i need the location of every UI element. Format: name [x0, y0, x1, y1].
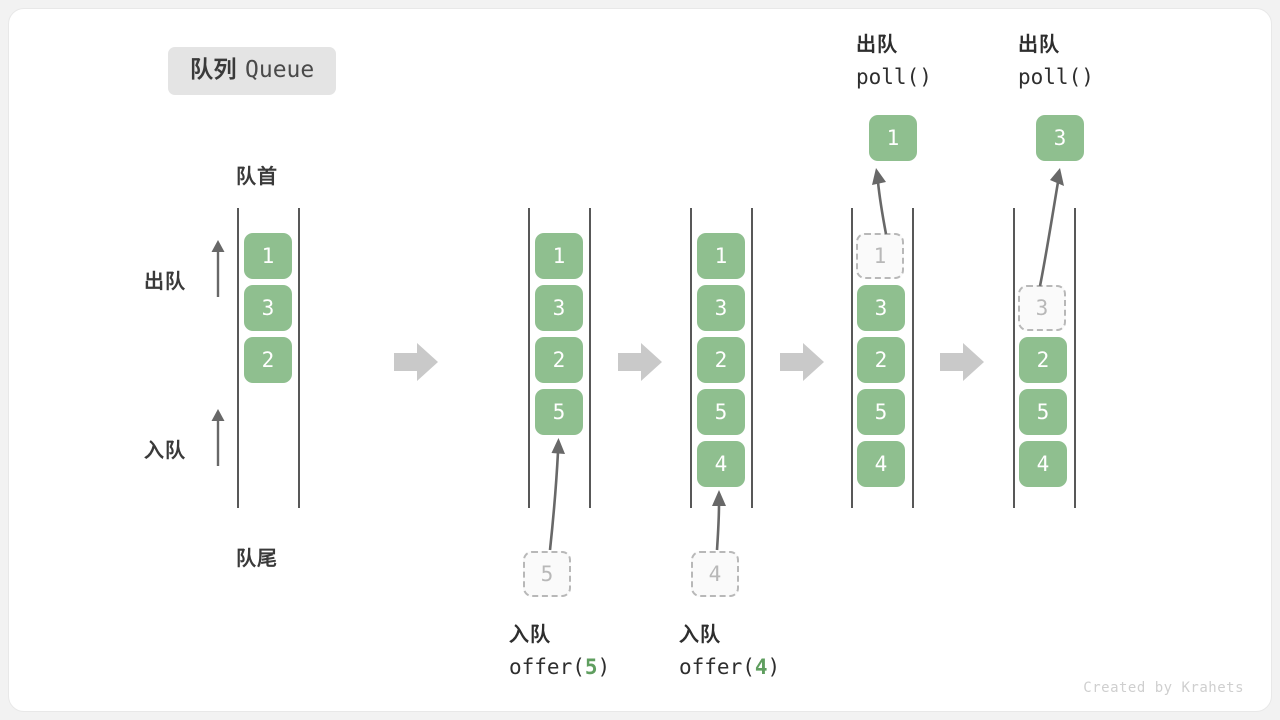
poll-1-cn: 出队	[856, 34, 898, 56]
pending-cell: 5	[523, 551, 571, 597]
removed-ghost-cell: 3	[1018, 285, 1066, 331]
step-arrow-icon	[780, 343, 824, 381]
title-badge: 队列 Queue	[168, 47, 337, 95]
poll-1-code: poll()	[856, 65, 932, 89]
queue-cell: 5	[535, 389, 583, 435]
queue-cell: 3	[697, 285, 745, 331]
offer-4-operation-label: 入队 offer(4)	[679, 620, 780, 684]
step-arrow-icon	[394, 343, 438, 381]
enqueue-direction-label: 入队	[144, 440, 186, 462]
poll-3-cn: 出队	[1018, 34, 1060, 56]
dequeue-curve-arrow-icon	[1038, 168, 1064, 287]
enqueue-curve-arrow-icon	[712, 490, 726, 551]
offer-4-code: offer(4)	[679, 655, 781, 679]
pending-cell: 4	[691, 551, 739, 597]
removed-ghost-cell: 1	[856, 233, 904, 279]
queue-cell: 1	[697, 233, 745, 279]
dequeue-curve-arrow-icon	[872, 168, 888, 235]
dequeue-direction-label: 出队	[144, 271, 186, 293]
queue-rail-right-5	[1074, 208, 1076, 508]
queue-head-label: 队首	[236, 166, 278, 188]
queue-rail-right-4	[912, 208, 914, 508]
offer-5-code: offer(5)	[509, 655, 611, 679]
queue-cell: 4	[1019, 441, 1067, 487]
queue-cell: 4	[857, 441, 905, 487]
polled-value-cell: 3	[1036, 115, 1084, 161]
queue-cell: 2	[857, 337, 905, 383]
queue-cell: 3	[244, 285, 292, 331]
offer-4-cn: 入队	[679, 624, 721, 646]
step-arrow-icon	[940, 343, 984, 381]
polled-value-cell: 1	[869, 115, 917, 161]
credit-text: Created by Krahets	[1083, 680, 1244, 696]
queue-tail-label: 队尾	[236, 548, 278, 570]
step-arrow-icon	[618, 343, 662, 381]
queue-cell: 1	[535, 233, 583, 279]
enqueue-curve-arrow-icon	[548, 438, 565, 551]
queue-cell: 5	[857, 389, 905, 435]
poll-3-operation-label: 出队 poll()	[1018, 30, 1094, 94]
queue-rail-left-2	[528, 208, 530, 508]
offer-5-cn: 入队	[509, 624, 551, 646]
queue-rail-left-4	[851, 208, 853, 508]
queue-cell: 2	[244, 337, 292, 383]
queue-rail-left-3	[690, 208, 692, 508]
queue-rail-right-2	[589, 208, 591, 508]
queue-cell: 2	[697, 337, 745, 383]
queue-cell: 4	[697, 441, 745, 487]
queue-cell: 2	[1019, 337, 1067, 383]
queue-rail-left-1	[237, 208, 239, 508]
queue-cell: 5	[697, 389, 745, 435]
queue-rail-left-5	[1013, 208, 1015, 508]
title-en: Queue	[245, 57, 315, 83]
queue-rail-right-3	[751, 208, 753, 508]
poll-1-operation-label: 出队 poll()	[856, 30, 932, 94]
queue-rail-right-1	[298, 208, 300, 508]
queue-cell: 1	[244, 233, 292, 279]
dequeue-direction-arrow-icon	[211, 240, 225, 297]
enqueue-direction-arrow-icon	[211, 409, 225, 466]
queue-cell: 5	[1019, 389, 1067, 435]
offer-5-operation-label: 入队 offer(5)	[509, 620, 610, 684]
queue-cell: 3	[535, 285, 583, 331]
title-cn: 队列	[190, 56, 237, 82]
poll-3-code: poll()	[1018, 65, 1094, 89]
queue-cell: 3	[857, 285, 905, 331]
queue-cell: 2	[535, 337, 583, 383]
